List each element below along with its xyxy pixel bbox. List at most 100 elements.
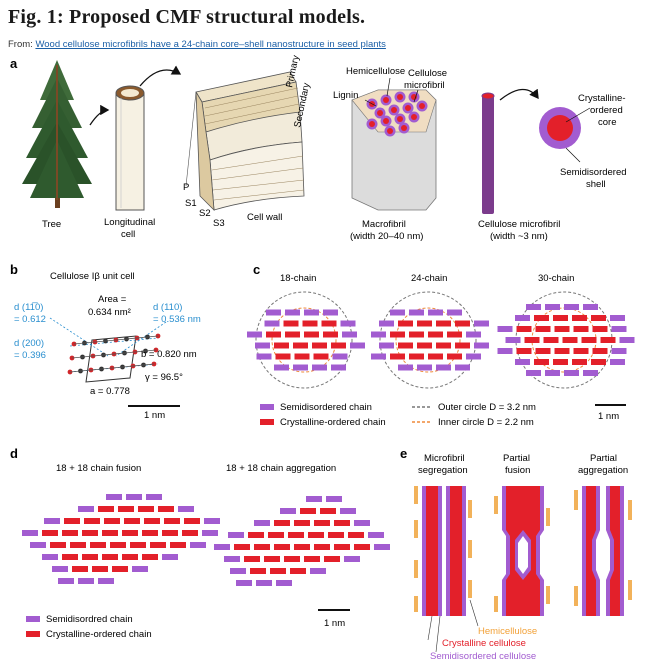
label-hemicellulose-e: Hemicellulose: [478, 626, 537, 637]
panel-d: d 18 + 18 chain fusion 18 + 18 chain agg…: [10, 446, 390, 640]
scalebar-d-label: 1 nm: [324, 618, 345, 629]
crystalline-chain: [142, 530, 158, 536]
panel-e-letter: e: [400, 446, 407, 461]
model-18-title: 18-chain: [280, 273, 316, 284]
chain-backbone: [71, 349, 157, 359]
label-core-2: ordered: [590, 105, 623, 116]
label-cell-2: cell: [121, 229, 135, 240]
crystalline-chain: [118, 506, 134, 512]
legend-outer: Outer circle D = 3.2 nm: [438, 402, 536, 413]
core-shell-cross-section: [539, 107, 581, 149]
crystalline-chain: [573, 348, 589, 354]
aggregation-model: [214, 496, 390, 586]
semidisordered-chain: [202, 530, 218, 536]
label-macrofibril-2: (width 20–40 nm): [350, 231, 423, 242]
chain-model-18: [247, 291, 365, 389]
outer-circle: [379, 291, 477, 389]
semidisordered-chain: [254, 520, 270, 526]
semidisordered-chain: [371, 331, 386, 338]
semidisordered-chain: [78, 506, 94, 512]
panel-e: e Microfibril segregation Partial fusion…: [400, 446, 632, 662]
semidisordered-chain: [323, 309, 338, 316]
from-label: From:: [8, 39, 33, 50]
semidisordered-chain: [106, 494, 122, 500]
semidisordered-chain: [236, 580, 252, 586]
panel-c: c 18-chain 24-chain 30-chain Semidisorde…: [247, 262, 635, 428]
crystalline-chain: [591, 359, 606, 365]
macrofibril-cmf-core: [383, 97, 389, 103]
semidisordered-chain: [146, 494, 162, 500]
legend-semi-c: Semidisordered chain: [280, 402, 372, 413]
crystalline-chain: [562, 337, 578, 343]
label-cmf-2: (width ~3 nm): [490, 231, 548, 242]
semidisordered-chain: [331, 364, 346, 371]
semidisordered-chain: [610, 315, 625, 321]
macrofibril-cmf-core: [391, 107, 397, 113]
crystalline-chain: [50, 542, 66, 548]
label-d110bar-1: d (11̅0): [14, 302, 43, 313]
crystalline-chain: [104, 518, 120, 524]
label-primary: Primary: [284, 54, 302, 89]
article-link[interactable]: Wood cellulose microfibrils have a 24-ch…: [35, 39, 386, 50]
semidisordered-chain: [340, 320, 356, 327]
semidisordered-chain: [162, 554, 178, 560]
semidisordered-chain: [42, 554, 58, 560]
crystalline-chain: [553, 359, 568, 365]
crystalline-chain: [543, 337, 559, 343]
semidisordered-chain: [78, 578, 94, 584]
semidisordered-chain: [545, 370, 560, 376]
model-30-title: 30-chain: [538, 273, 574, 284]
semidisordered-chain: [398, 364, 413, 371]
crystalline-chain: [164, 518, 180, 524]
semidisordered-chain: [285, 309, 300, 316]
crystalline-chain: [300, 508, 316, 514]
crystalline-chain: [294, 353, 310, 360]
semidisordered-chain: [230, 568, 246, 574]
segregation-model: [414, 486, 472, 616]
crystalline-chain: [268, 532, 284, 538]
crystalline-chain: [390, 353, 405, 360]
semidisordered-chain: [326, 496, 342, 502]
crystalline-chain: [248, 532, 264, 538]
semidisordered-chain: [44, 518, 60, 524]
col3-title-2: aggregation: [578, 465, 628, 476]
crystalline-chain: [554, 326, 570, 332]
semidisordered-chain: [266, 309, 281, 316]
crystalline-chain: [304, 331, 319, 338]
crystalline-chain: [516, 348, 532, 354]
semidisordered-chain: [374, 544, 390, 550]
label-d110-2: = 0.536 nm: [153, 314, 201, 325]
semidisordered-chain: [293, 364, 308, 371]
crystalline-chain: [409, 353, 424, 360]
semidisordered-chain: [228, 532, 244, 538]
label-cell-wall: Cell wall: [247, 212, 282, 223]
semidisordered-chain: [52, 566, 68, 572]
crystalline-chain: [553, 315, 568, 321]
semidisordered-chain: [564, 304, 579, 310]
semidisordered-chain: [344, 556, 360, 562]
aggregation-title: 18 + 18 chain aggregation: [226, 463, 336, 474]
semidisordered-chain: [276, 580, 292, 586]
crystalline-chain: [534, 359, 549, 365]
semidisordered-chain: [132, 566, 148, 572]
cell-wall-illustration: [185, 71, 305, 212]
legend-cryst-d: Crystalline-ordered chain: [46, 629, 152, 640]
crystalline-chain: [409, 331, 424, 338]
crystalline-chain: [535, 326, 551, 332]
semidisordered-chain: [280, 508, 296, 514]
crystalline-chain: [581, 337, 597, 343]
crystalline-chain: [142, 554, 158, 560]
crystalline-chain: [524, 337, 540, 343]
crystalline-chain: [64, 518, 80, 524]
semidisordered-chain: [350, 342, 365, 349]
semidisordered-chain: [204, 518, 220, 524]
macrofibril-cmf-core: [369, 121, 375, 127]
semidisordered-chain: [497, 326, 513, 332]
label-layer-s2: S2: [199, 208, 211, 219]
crystalline-chain: [592, 348, 608, 354]
semidisordered-chain: [255, 342, 270, 349]
semidisordered-chain: [264, 320, 280, 327]
longitudinal-cell: [115, 85, 145, 211]
panel-c-letter: c: [253, 262, 260, 277]
crystalline-chain: [398, 320, 413, 327]
